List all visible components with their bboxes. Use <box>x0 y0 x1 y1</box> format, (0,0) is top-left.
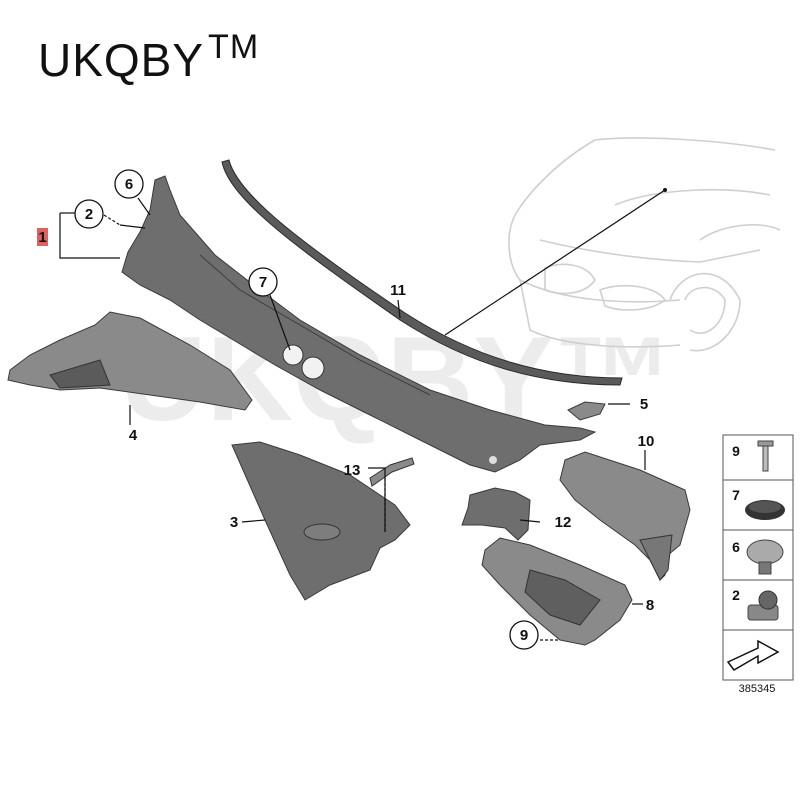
label-5: 5 <box>640 396 648 413</box>
cowl-opening-right <box>301 356 325 380</box>
legend-number-6: 6 <box>732 539 740 555</box>
svg-text:9: 9 <box>520 627 528 644</box>
legend-number-9: 9 <box>732 443 740 459</box>
part-12-bracket <box>461 487 531 541</box>
label-12: 12 <box>555 514 572 531</box>
diagram-number: 385345 <box>739 683 776 695</box>
fastener-legend: 9 7 6 2 <box>722 434 794 681</box>
part-11-seal-strip <box>221 159 623 386</box>
callout-2: 2 <box>74 199 104 229</box>
expanding-clip-icon <box>746 539 784 575</box>
part-5-clip <box>567 401 606 421</box>
callout-1: 1 <box>37 228 48 246</box>
callout-7: 7 <box>248 267 278 297</box>
car-outline <box>508 137 781 352</box>
label-11: 11 <box>390 282 406 299</box>
svg-text:1: 1 <box>38 229 46 246</box>
leader-lines <box>59 188 667 641</box>
callout-9: 9 <box>509 620 539 650</box>
svg-text:7: 7 <box>259 274 267 291</box>
label-8: 8 <box>646 597 654 614</box>
label-13: 13 <box>344 462 361 479</box>
brand-name: UKQBY <box>38 34 205 86</box>
svg-text:2: 2 <box>85 206 93 223</box>
label-3: 3 <box>230 514 238 531</box>
nut-clip-icon <box>747 590 779 621</box>
legend-number-7: 7 <box>732 487 740 503</box>
part-10-flange <box>639 534 673 581</box>
cowl-opening-left <box>282 344 304 366</box>
forward-arrow-icon <box>726 639 780 671</box>
svg-text:6: 6 <box>125 176 133 193</box>
part-3-trim-panel <box>231 441 411 601</box>
part-3-boss <box>303 523 341 541</box>
part-4-grille <box>49 359 111 389</box>
label-10: 10 <box>638 433 655 450</box>
label-4: 4 <box>129 427 138 444</box>
cowl-hole <box>489 456 497 464</box>
cowl-ridge-line <box>199 254 431 396</box>
part-8-basin <box>524 569 601 626</box>
rivet-icon <box>757 440 774 472</box>
part-10-housing <box>559 451 691 581</box>
brand-trademark: TM <box>208 28 260 66</box>
legend-number-2: 2 <box>732 587 740 603</box>
part-13-bracket <box>369 457 415 487</box>
round-clip-icon <box>745 500 785 520</box>
callout-6: 6 <box>114 169 144 199</box>
